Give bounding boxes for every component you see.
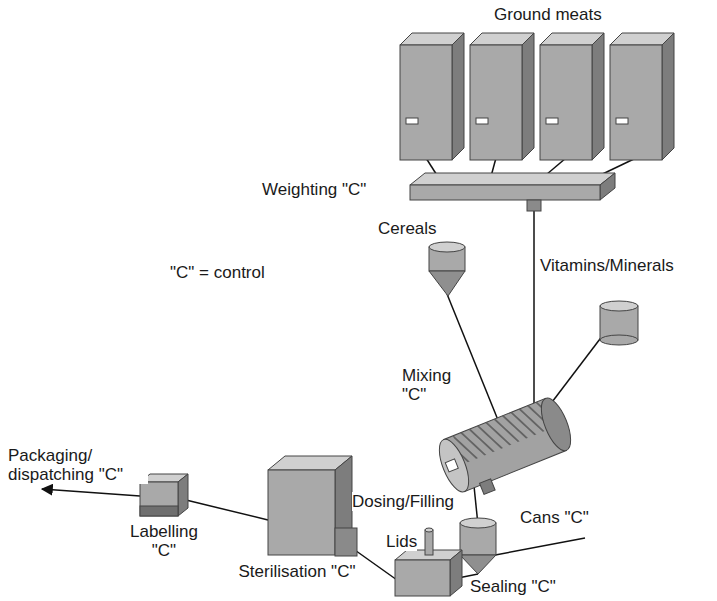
heading-label: Ground meats — [494, 5, 602, 24]
legend-note: "C" = control — [170, 263, 265, 282]
step-label: Dosing/Filling — [352, 492, 454, 511]
flow-lines — [42, 158, 636, 580]
step-label: Sterilisation "C" — [232, 562, 362, 581]
step-label: Sealing "C" — [470, 577, 556, 596]
part-label: Lids — [386, 532, 417, 551]
filler — [460, 518, 496, 574]
step-label: Weighting "C" — [262, 180, 366, 199]
step-label: Labelling "C" — [118, 522, 210, 560]
vitamin-container — [600, 301, 638, 345]
ingredient-label: Cereals — [378, 219, 437, 238]
ingredient-label: Vitamins/Minerals — [540, 256, 674, 275]
cereal-hopper — [429, 242, 465, 296]
mixer-drum — [433, 394, 580, 505]
weighing-scale — [410, 173, 615, 211]
steriliser — [268, 456, 357, 556]
step-label: Packaging/ dispatching "C" — [8, 446, 148, 484]
meat-bins — [400, 33, 674, 160]
step-label: Mixing "C" — [402, 366, 470, 404]
step-label: Cans "C" — [520, 508, 589, 527]
